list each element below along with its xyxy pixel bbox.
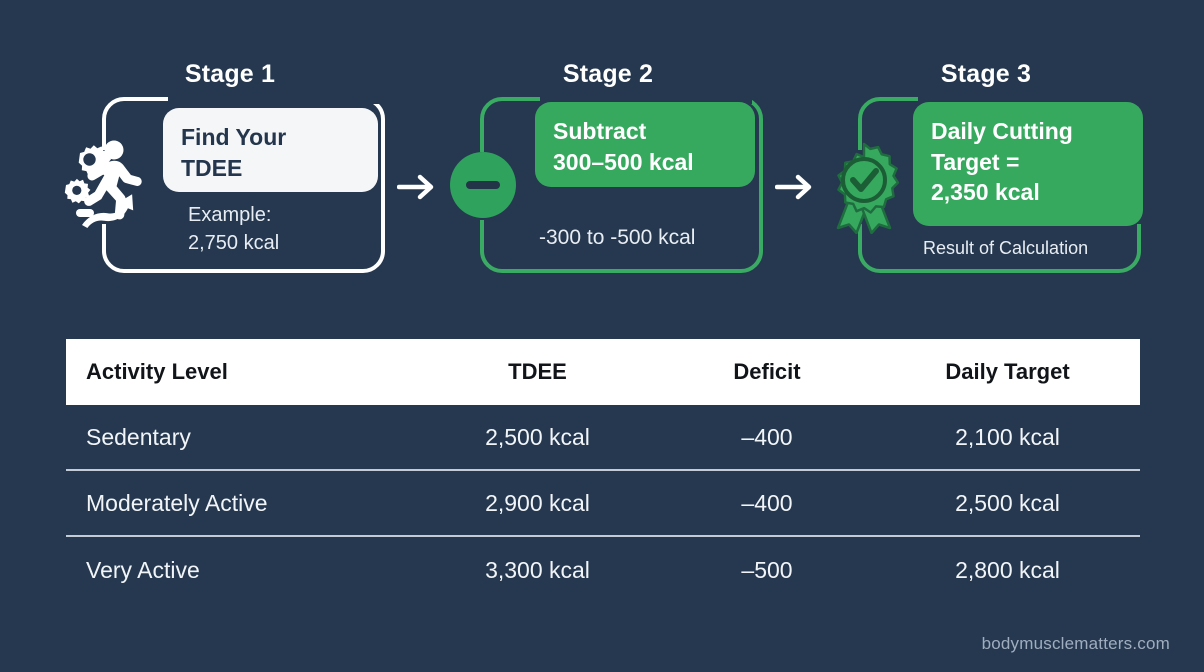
table-row: Moderately Active 2,900 kcal –400 2,500 … [66, 471, 1140, 537]
cell-activity: Sedentary [86, 423, 191, 450]
stage-2-subtext-line1: -300 to -500 kcal [539, 226, 696, 249]
award-check-icon [822, 142, 906, 235]
stage-2-title: Stage 2 [562, 60, 654, 88]
stage-2-subtext: -300 to -500 kcal [539, 224, 759, 253]
minus-circle-icon [450, 152, 516, 218]
stage-1-chip-line1: Find Your [181, 124, 287, 150]
stage-1-card-top-notch [168, 92, 380, 104]
cell-activity: Very Active [86, 556, 200, 583]
stage-3-card-top-notch [918, 92, 1144, 104]
minus-bar [466, 181, 500, 189]
stage-2-chip-line2: 300–500 kcal [553, 148, 694, 175]
table-row: Very Active 3,300 kcal –500 2,800 kcal [66, 537, 1140, 603]
table-header-target: Daily Target [945, 359, 1070, 384]
stage-3-subtext-line1: Result of Calculation [923, 238, 1089, 258]
site-watermark: bodymusclematters.com [981, 634, 1170, 653]
cell-tdee: 2,500 kcal [485, 423, 590, 450]
cell-target: 2,100 kcal [955, 423, 1060, 450]
cell-target: 2,800 kcal [955, 556, 1060, 583]
cell-target: 2,500 kcal [955, 489, 1060, 516]
stage-3-chip-line1: Daily Cutting [931, 118, 1073, 144]
table-row: Sedentary 2,500 kcal –400 2,100 kcal [66, 405, 1140, 471]
stage-1-subtext-line1: Example: [188, 204, 272, 226]
stage-1-title: Stage 1 [184, 60, 276, 88]
stage-1-subtext: Example: 2,750 kcal [188, 202, 388, 257]
table-header-tdee: TDEE [508, 359, 567, 384]
stage-3-chip-line3: 2,350 kcal [931, 179, 1040, 206]
table-header-activity: Activity Level [86, 359, 228, 384]
cell-activity: Moderately Active [86, 489, 268, 516]
table-header-row: Activity Level TDEE Deficit Daily Target [66, 339, 1140, 405]
stage-2-chip-line1: Subtract [553, 118, 647, 144]
stage-2-chip: Subtract 300–500 kcal [535, 102, 755, 187]
stage-2-card-top-notch [540, 92, 752, 104]
stage-3-chip: Daily Cutting Target = 2,350 kcal [913, 102, 1143, 226]
flow-arrow-2-icon [774, 172, 817, 202]
stage-1-subtext-line2: 2,750 kcal [188, 231, 280, 254]
stage-3-chip-line2: Target = [931, 148, 1020, 175]
stage-3-subtext: Result of Calculation [923, 236, 1143, 261]
flow-arrow-1-icon [396, 172, 439, 202]
stage-1-chip-line2: TDEE [181, 154, 243, 181]
comparison-table: Activity Level TDEE Deficit Daily Target… [66, 339, 1140, 603]
runner-gears-icon [56, 133, 152, 241]
stage-1-chip: Find Your TDEE [163, 108, 378, 192]
cell-tdee: 3,300 kcal [485, 556, 590, 583]
cell-tdee: 2,900 kcal [485, 489, 590, 516]
cell-deficit: –400 [741, 489, 793, 516]
cell-deficit: –400 [741, 423, 793, 450]
table-header-deficit: Deficit [733, 359, 801, 384]
stage-3-title: Stage 3 [940, 60, 1032, 88]
cell-deficit: –500 [741, 556, 793, 583]
